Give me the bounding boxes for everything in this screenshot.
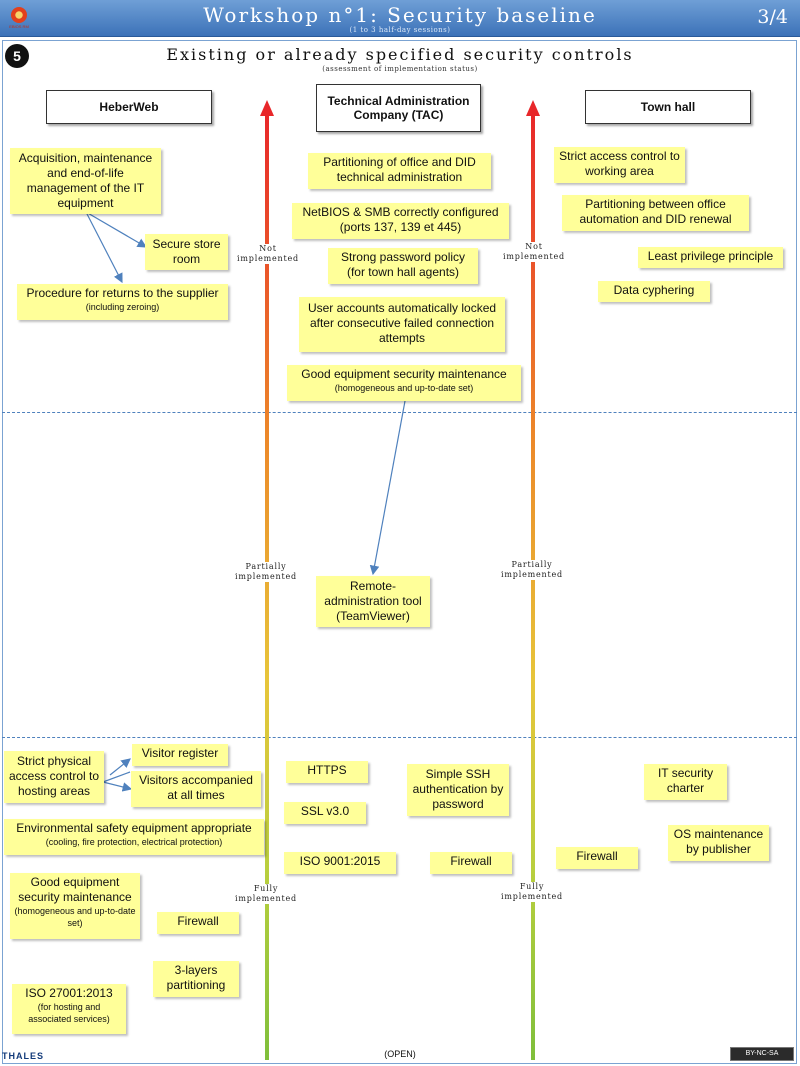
zone-label-full-left: Fully implemented bbox=[230, 884, 302, 904]
note-tac-remote-tool: Remote-administration tool (TeamViewer) bbox=[316, 576, 430, 627]
arrow-physical-to-register-line bbox=[102, 771, 131, 783]
note-hw-env-safety-text: Environmental safety equipment appropria… bbox=[16, 821, 252, 835]
zone-divider-lower bbox=[2, 737, 797, 738]
note-th-least-privilege: Least privilege principle bbox=[638, 247, 783, 268]
arrow-maintenance-to-remote-tool bbox=[369, 400, 406, 576]
note-hw-good-maint-detail: (homogeneous and up-to-date set) bbox=[14, 906, 136, 928]
section-title: Existing or already specified security c… bbox=[166, 45, 634, 64]
ebios-logo-icon: EBIOS RM bbox=[7, 5, 31, 29]
note-tac-partitioning: Partitioning of office and DID technical… bbox=[308, 153, 491, 189]
page-number: 3/4 bbox=[757, 6, 788, 28]
note-tac-netbios: NetBIOS & SMB correctly configured (port… bbox=[292, 203, 509, 239]
note-tac-lockout: User accounts automatically locked after… bbox=[299, 297, 505, 352]
note-hw-procedure-text: Procedure for returns to the supplier bbox=[26, 286, 219, 300]
note-tac-ssh: Simple SSH authentication by password bbox=[407, 764, 509, 816]
note-hw-acquisition: Acquisition, maintenance and end-of-life… bbox=[10, 148, 161, 214]
note-hw-good-maint: Good equipment security maintenance (hom… bbox=[10, 873, 140, 939]
axis-arrowhead-left-icon bbox=[260, 100, 274, 116]
note-hw-secure-store: Secure store room bbox=[145, 234, 228, 270]
zone-divider-upper bbox=[2, 412, 797, 413]
zone-label-full-right: Fully implemented bbox=[496, 882, 568, 902]
note-th-it-charter: IT security charter bbox=[644, 764, 727, 800]
note-hw-visitor-register: Visitor register bbox=[132, 744, 228, 766]
note-hw-visitors-accompanied: Visitors accompanied at all times bbox=[131, 771, 261, 807]
note-hw-env-safety-detail: (cooling, fire protection, electrical pr… bbox=[45, 837, 223, 847]
note-hw-firewall: Firewall bbox=[157, 912, 239, 934]
note-th-strict-access: Strict access control to working area bbox=[554, 147, 685, 183]
arrow-physical-to-visitors bbox=[102, 781, 133, 792]
note-tac-good-maint-text: Good equipment security maintenance bbox=[301, 367, 507, 381]
note-tac-https: HTTPS bbox=[286, 761, 368, 783]
license-badge: BY-NC-SA bbox=[730, 1047, 794, 1061]
note-hw-good-maint-text: Good equipment security maintenance bbox=[18, 875, 132, 904]
note-hw-iso27001-text: ISO 27001:2013 bbox=[25, 986, 113, 1000]
arrow-acquisition-to-procedure bbox=[85, 211, 123, 284]
note-hw-procedure-detail: (including zeroing) bbox=[85, 302, 160, 312]
note-hw-env-safety: Environmental safety equipment appropria… bbox=[4, 819, 264, 855]
note-th-partitioning: Partitioning between office automation a… bbox=[562, 195, 749, 231]
zone-label-not-right: Not implemented bbox=[498, 242, 570, 262]
note-hw-strict-physical: Strict physical access control to hostin… bbox=[4, 751, 104, 803]
note-tac-iso9001: ISO 9001:2015 bbox=[284, 852, 396, 874]
column-header-tac: Technical Administration Company (TAC) bbox=[316, 84, 481, 132]
arrow-physical-to-register bbox=[109, 758, 131, 776]
header-bar bbox=[0, 0, 800, 37]
note-hw-3layers: 3-layers partitioning bbox=[153, 961, 239, 997]
zone-label-not-left: Not implemented bbox=[232, 244, 304, 264]
zone-label-partial-right: Partially implemented bbox=[496, 560, 568, 580]
arrow-acquisition-to-store bbox=[85, 211, 148, 248]
note-tac-ssl: SSL v3.0 bbox=[284, 802, 366, 824]
note-tac-good-maint: Good equipment security maintenance (hom… bbox=[287, 365, 521, 401]
note-hw-iso27001: ISO 27001:2013 (for hosting and associat… bbox=[12, 984, 126, 1034]
column-header-heberweb: HeberWeb bbox=[46, 90, 212, 124]
column-header-townhall: Town hall bbox=[585, 90, 751, 124]
note-tac-firewall: Firewall bbox=[430, 852, 512, 874]
thales-logo: THALES bbox=[2, 1051, 44, 1061]
page-subtitle: (1 to 3 half-day sessions) bbox=[349, 26, 451, 34]
classification-label: (OPEN) bbox=[384, 1049, 416, 1059]
axis-arrowhead-right-icon bbox=[526, 100, 540, 116]
zone-label-partial-left: Partially implemented bbox=[230, 562, 302, 582]
note-tac-good-maint-detail: (homogeneous and up-to-date set) bbox=[334, 383, 474, 393]
implementation-axis-right bbox=[531, 112, 535, 1060]
implementation-axis-left bbox=[265, 112, 269, 1060]
page-title: Workshop n°1: Security baseline bbox=[203, 3, 597, 27]
note-tac-password: Strong password policy (for town hall ag… bbox=[328, 248, 478, 284]
note-hw-procedure: Procedure for returns to the supplier (i… bbox=[17, 284, 228, 320]
step-badge: 5 bbox=[5, 44, 29, 68]
main-frame bbox=[2, 40, 797, 1064]
note-hw-iso27001-detail: (for hosting and associated services) bbox=[28, 1002, 110, 1024]
section-subtitle: (assessment of implementation status) bbox=[322, 65, 478, 73]
note-th-firewall: Firewall bbox=[556, 847, 638, 869]
logo-text: EBIOS RM bbox=[9, 24, 29, 29]
note-th-os-maint: OS maintenance by publisher bbox=[668, 825, 769, 861]
note-th-cyphering: Data cyphering bbox=[598, 281, 710, 302]
